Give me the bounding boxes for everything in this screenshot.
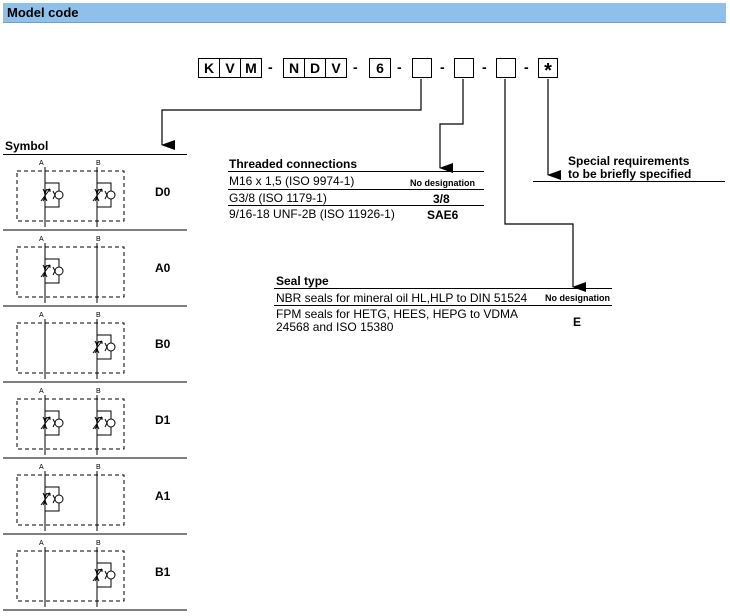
section-title: Model code bbox=[7, 5, 79, 20]
code-char: M bbox=[245, 60, 257, 76]
port-b-label: B bbox=[96, 312, 101, 319]
seal-desc: NBR seals for mineral oil HL,HLP to DIN … bbox=[276, 291, 528, 305]
threaded-code: 3/8 bbox=[433, 192, 450, 206]
check-valve-icon bbox=[92, 182, 116, 208]
check-valve-icon bbox=[92, 562, 116, 588]
threaded-title: Threaded connections bbox=[229, 157, 358, 171]
threaded-desc: M16 x 1,5 (ISO 9974-1) bbox=[229, 174, 355, 188]
port-a-label: A bbox=[39, 236, 44, 243]
port-b-label: B bbox=[96, 236, 101, 243]
symbol-title: Symbol bbox=[5, 139, 49, 153]
port-b-label: B bbox=[96, 388, 101, 395]
threaded-desc: G3/8 (ISO 1179-1) bbox=[229, 191, 327, 205]
special-line1: Special requirements bbox=[568, 154, 690, 168]
seal-code: No designation bbox=[545, 293, 610, 303]
port-b-label: B bbox=[96, 464, 101, 471]
check-valve-icon bbox=[92, 334, 116, 360]
port-a-label: A bbox=[39, 312, 44, 319]
code-dash: - bbox=[524, 59, 529, 75]
seal-title: Seal type bbox=[276, 274, 329, 288]
divider bbox=[228, 189, 484, 190]
code-char: N bbox=[284, 59, 305, 77]
check-valve-icon bbox=[92, 410, 116, 436]
code-segment-size: 6 bbox=[369, 58, 391, 78]
check-valve-icon bbox=[40, 258, 64, 284]
port-a-label: A bbox=[39, 540, 44, 547]
code-char: K bbox=[199, 59, 220, 77]
threaded-code: No designation bbox=[410, 178, 475, 188]
divider bbox=[228, 205, 484, 206]
symbol-code: A0 bbox=[155, 261, 171, 275]
symbol-code: B0 bbox=[155, 337, 171, 351]
code-dash: - bbox=[397, 59, 402, 75]
code-special-star: * bbox=[538, 58, 558, 82]
symbol-row: A B B1 bbox=[0, 535, 188, 611]
port-a-label: A bbox=[39, 388, 44, 395]
code-segment-ndv: N D V bbox=[283, 58, 347, 78]
code-dash: - bbox=[353, 59, 358, 75]
code-placeholder-thread bbox=[454, 58, 474, 78]
symbol-code: B1 bbox=[155, 565, 171, 579]
check-valve-icon bbox=[40, 182, 64, 208]
symbol-code: D1 bbox=[155, 413, 171, 427]
code-dash: - bbox=[268, 59, 273, 75]
symbol-code: D0 bbox=[155, 185, 171, 199]
check-valve-icon bbox=[40, 486, 64, 512]
divider bbox=[274, 305, 612, 306]
code-char: D bbox=[305, 59, 326, 77]
symbol-code: A1 bbox=[155, 489, 171, 503]
code-dash: - bbox=[440, 59, 445, 75]
code-placeholder-symbol bbox=[412, 58, 432, 78]
port-b-label: B bbox=[96, 160, 101, 167]
arrow-seal bbox=[504, 79, 586, 292]
threaded-code: SAE6 bbox=[427, 208, 459, 222]
divider bbox=[533, 181, 725, 182]
arrow-thread bbox=[439, 79, 464, 173]
code-segment-kvm: K V M bbox=[198, 58, 262, 78]
port-a-label: A bbox=[39, 464, 44, 471]
seal-desc: 24568 and ISO 15380 bbox=[276, 320, 394, 334]
arrow-symbol bbox=[161, 79, 422, 150]
divider bbox=[3, 154, 187, 155]
seal-desc: FPM seals for HETG, HEES, HEPG to VDMA bbox=[276, 307, 519, 321]
threaded-desc: 9/16-18 UNF-2B (ISO 11926-1) bbox=[229, 207, 395, 221]
port-a-label: A bbox=[39, 160, 44, 167]
special-line2: to be briefly specified bbox=[568, 167, 692, 181]
divider bbox=[274, 288, 612, 289]
code-dash: - bbox=[482, 59, 487, 75]
code-placeholder-seal bbox=[496, 58, 516, 78]
code-char: V bbox=[220, 59, 241, 77]
code-char: 6 bbox=[376, 60, 384, 76]
port-b-label: B bbox=[96, 540, 101, 547]
seal-code: E bbox=[573, 315, 582, 329]
divider bbox=[228, 171, 484, 172]
check-valve-icon bbox=[40, 410, 64, 436]
code-char: V bbox=[331, 60, 341, 76]
section-header: Model code bbox=[3, 3, 726, 23]
